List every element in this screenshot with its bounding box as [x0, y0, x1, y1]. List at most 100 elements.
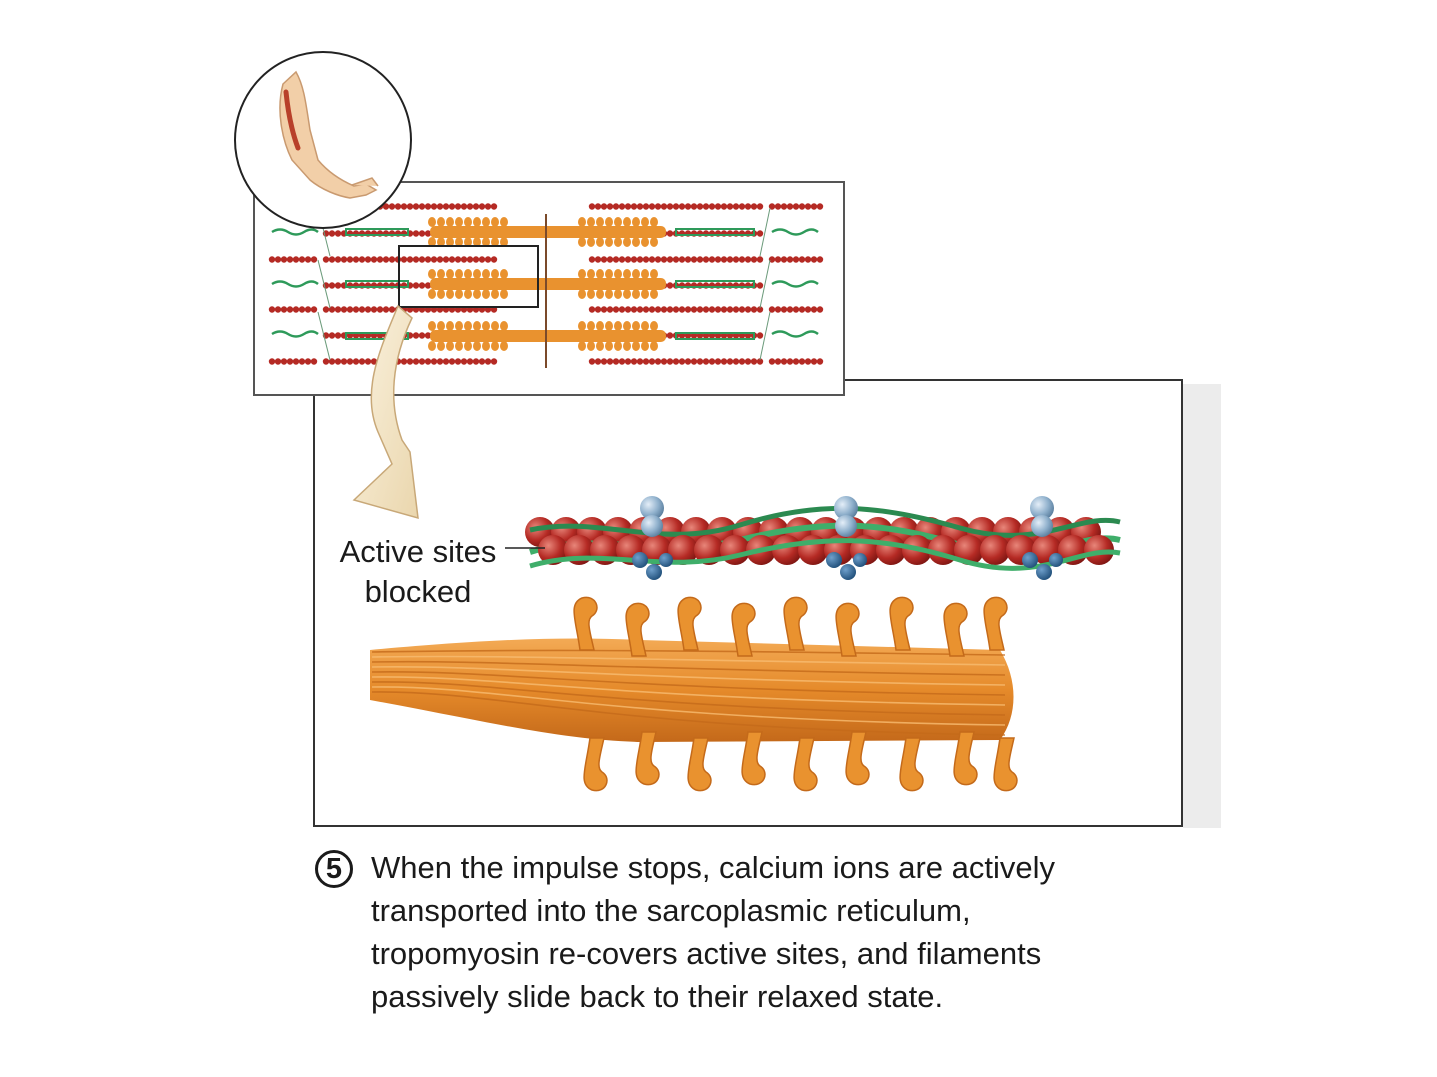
mini-head: [500, 269, 508, 279]
thin-bead: [798, 203, 806, 210]
edge-coil: [271, 330, 319, 338]
thin-bead: [292, 256, 300, 263]
thin-bead: [750, 256, 758, 263]
thin-bead: [684, 306, 692, 313]
mini-head: [596, 289, 604, 299]
thin-bead: [340, 358, 348, 365]
thin-bead: [484, 256, 492, 263]
thin-bead: [720, 256, 728, 263]
thin-bead: [454, 358, 462, 365]
thin-bead: [786, 306, 794, 313]
mini-head: [446, 321, 454, 331]
thin-bead: [304, 358, 312, 365]
myosin-head: [677, 596, 702, 651]
thin-bead: [738, 256, 746, 263]
thin-bead: [280, 306, 288, 313]
thin-bead: [666, 256, 674, 263]
thin-bead: [292, 306, 300, 313]
thin-bead: [744, 203, 752, 210]
mini-head: [614, 341, 622, 351]
thin-bead: [364, 306, 372, 313]
thin-bead: [750, 358, 758, 365]
actin-bead: [668, 535, 698, 565]
thin-bead: [678, 203, 686, 210]
mini-head: [614, 269, 622, 279]
thin-bead: [328, 282, 336, 289]
thin-bead: [744, 358, 752, 365]
step-caption: When the impulse stops, calcium ions are…: [371, 846, 1201, 1018]
thin-bead: [714, 203, 722, 210]
myosin-head: [983, 596, 1008, 651]
thin-bead: [708, 203, 716, 210]
thin-bead: [388, 256, 396, 263]
thin-bead: [478, 358, 486, 365]
thin-bead: [732, 203, 740, 210]
thin-bead: [618, 256, 626, 263]
z-line: [317, 259, 331, 309]
thin-bead: [816, 358, 824, 365]
mini-head: [428, 269, 436, 279]
thin-bead: [726, 203, 734, 210]
mini-head: [437, 341, 445, 351]
troponin-bead-dark: [840, 564, 856, 580]
thin-bead: [810, 306, 818, 313]
z-line: [759, 259, 771, 309]
thin-bead: [654, 358, 662, 365]
thin-bead: [268, 256, 276, 263]
myosin-head: [687, 737, 712, 792]
thin-bead: [804, 306, 812, 313]
mini-head: [650, 269, 658, 279]
thin-bead: [672, 358, 680, 365]
thin-bead: [406, 358, 414, 365]
edge-coil: [271, 280, 319, 288]
mini-head: [482, 217, 490, 227]
thin-bead: [720, 306, 728, 313]
thin-bead: [418, 230, 426, 237]
mini-head: [455, 237, 463, 247]
actin-bead: [954, 535, 984, 565]
mini-head: [482, 269, 490, 279]
thin-bead: [672, 306, 680, 313]
thin-bead: [430, 203, 438, 210]
thin-bead: [702, 256, 710, 263]
mini-head: [596, 237, 604, 247]
thin-bead: [334, 256, 342, 263]
thin-bead: [310, 256, 318, 263]
edge-coil: [771, 280, 819, 288]
thin-bead: [430, 256, 438, 263]
thin-bead: [334, 332, 342, 339]
thin-bead: [624, 256, 632, 263]
thin-bead: [394, 203, 402, 210]
thin-bead: [756, 358, 764, 365]
thin-bead: [660, 306, 668, 313]
thin-bead: [678, 358, 686, 365]
edge-coil: [771, 228, 819, 236]
mini-head: [473, 321, 481, 331]
thin-bead: [400, 203, 408, 210]
myosin-head: [899, 737, 924, 792]
mini-head: [482, 321, 490, 331]
active-sites-label-line2: blocked: [364, 574, 472, 609]
mini-head: [500, 289, 508, 299]
mini-head: [437, 217, 445, 227]
thin-bead: [472, 203, 480, 210]
thin-bead: [412, 203, 420, 210]
thin-bead: [690, 203, 698, 210]
thin-bead: [714, 358, 722, 365]
zoom-arrow: [352, 304, 419, 520]
arm-icon: [279, 70, 379, 199]
thin-bead: [696, 306, 704, 313]
thin-bead: [732, 256, 740, 263]
mini-head: [632, 289, 640, 299]
mini-head: [500, 217, 508, 227]
thin-bead: [792, 203, 800, 210]
mini-head: [650, 341, 658, 351]
mini-head: [632, 321, 640, 331]
thin-bead: [298, 256, 306, 263]
thin-bead: [376, 306, 384, 313]
troponin-bead-dark: [1022, 552, 1038, 568]
step-number-badge: 5: [315, 850, 353, 888]
active-sites-label-line1: Active sites: [339, 534, 497, 569]
sarcomere-filaments: [268, 203, 824, 365]
thin-bead: [732, 358, 740, 365]
